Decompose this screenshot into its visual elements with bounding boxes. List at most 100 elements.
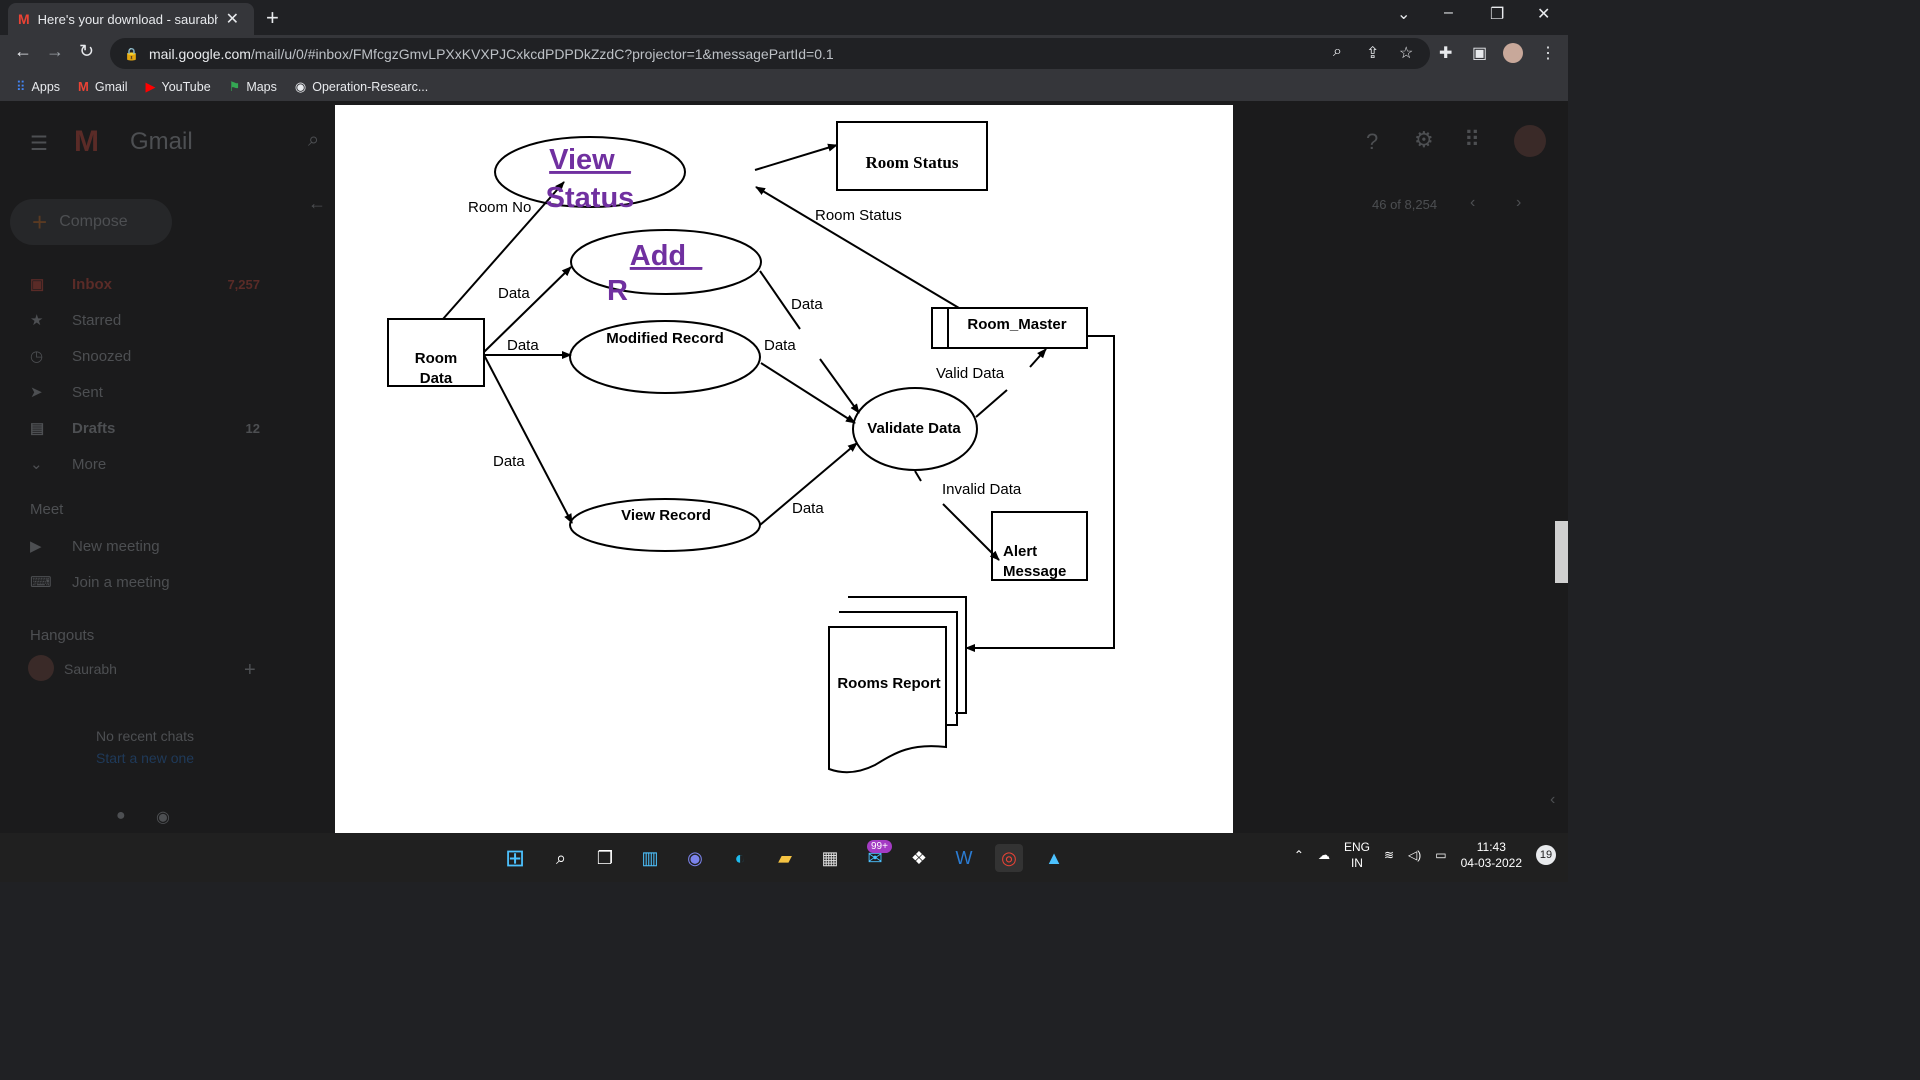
notification-count[interactable]: 19 — [1536, 845, 1556, 865]
nav-sent[interactable]: ➤Sent — [30, 379, 260, 405]
add-chat-icon[interactable]: + — [244, 659, 256, 681]
alert-label-1: Alert — [1003, 543, 1037, 560]
language-code: ENG — [1343, 840, 1370, 854]
show-hidden-icons-icon[interactable]: ⌃ — [1293, 848, 1304, 862]
teams-chat-icon[interactable]: ◉ — [687, 847, 703, 868]
file-explorer-icon[interactable]: ▰ — [778, 847, 792, 868]
room-data-label-2: Data — [420, 370, 453, 387]
close-tab-icon[interactable]: ✕ — [225, 11, 240, 28]
help-icon[interactable]: ? — [1366, 129, 1379, 154]
pagination-text: 46 of 8,254 — [1372, 197, 1438, 212]
compose-button[interactable]: + Compose — [10, 199, 172, 245]
side-panel-toggle-icon[interactable]: ‹ — [1550, 791, 1556, 808]
nav-snoozed[interactable]: ◷Snoozed — [30, 343, 260, 369]
chrome-icon[interactable]: ◎ — [995, 844, 1023, 872]
dropbox-icon[interactable]: ❖ — [910, 847, 928, 868]
bookmark-label: YouTube — [161, 79, 211, 94]
nav-more[interactable]: ⌄More — [30, 451, 260, 477]
volume-icon[interactable]: ◁) — [1408, 848, 1422, 862]
settings-gear-icon[interactable]: ⚙ — [1414, 127, 1434, 152]
battery-icon[interactable]: ▭ — [1435, 848, 1447, 862]
join-meeting[interactable]: ⌨Join a meeting — [30, 569, 260, 595]
nav-count: 12 — [245, 420, 260, 436]
flow-label-valid-data: Valid Data — [936, 365, 1005, 382]
bookmark-label: Gmail — [94, 79, 128, 94]
bookmark-operation-research[interactable]: ◉Operation-Researc... — [295, 79, 428, 95]
bookmark-label: Maps — [246, 79, 277, 94]
zoom-icon[interactable]: ⌕ — [1333, 43, 1342, 60]
store-icon[interactable]: ▦ — [821, 847, 839, 868]
flow-label-data: Data — [493, 453, 525, 470]
tab-search-icon[interactable]: ⌄ — [1397, 6, 1411, 23]
bookmark-label: Operation-Researc... — [312, 79, 429, 94]
clock-date: 04-03-2022 — [1460, 856, 1522, 870]
room-master-label: Room_Master — [967, 316, 1066, 333]
search-icon[interactable]: ⌕ — [555, 847, 567, 868]
word-icon[interactable]: W — [955, 847, 973, 868]
flow-label-room-status: Room Status — [815, 207, 902, 224]
photos-icon[interactable]: ▲ — [1045, 847, 1063, 868]
share-icon[interactable]: ⇪ — [1366, 45, 1380, 62]
flow-label-data: Data — [792, 500, 824, 517]
bookmark-label: Apps — [31, 79, 61, 94]
process-add-record — [570, 229, 762, 295]
back-icon[interactable]: ← — [14, 41, 32, 61]
search-icon[interactable]: ⌕ — [308, 129, 320, 151]
process-validate-data — [852, 387, 978, 471]
edge-icon[interactable]: ◐ — [734, 847, 746, 868]
region-code: IN — [1350, 856, 1363, 870]
task-view-icon[interactable]: ❐ — [596, 847, 614, 868]
nav-starred[interactable]: ★Starred — [30, 307, 260, 333]
datastore-room-master — [931, 307, 1088, 349]
hangouts-user[interactable]: Saurabh — [64, 661, 117, 677]
extensions-icon[interactable]: ✚ — [1439, 45, 1453, 62]
bookmark-star-icon[interactable]: ☆ — [1399, 45, 1414, 62]
no-chats-text: No recent chats — [96, 728, 195, 744]
scrollbar-thumb[interactable] — [1555, 521, 1568, 583]
clock-icon: ◷ — [30, 348, 44, 365]
flow-label-data: Data — [507, 337, 539, 354]
profile-avatar[interactable] — [1503, 43, 1523, 63]
prev-page-icon[interactable]: ‹ — [1470, 194, 1476, 211]
hangouts-icon[interactable]: ◉ — [156, 809, 170, 826]
bookmark-apps[interactable]: ⠿Apps — [16, 79, 60, 95]
side-panel-icon[interactable]: ▣ — [1472, 45, 1488, 62]
reload-icon[interactable]: ↻ — [79, 41, 95, 61]
clock[interactable]: 11:43 04-03-2022 — [1461, 839, 1522, 871]
close-window-icon[interactable]: ✕ — [1537, 6, 1551, 23]
bookmark-youtube[interactable]: ▶YouTube — [146, 79, 211, 95]
contacts-icon[interactable]: ● — [116, 807, 126, 824]
start-chat-link[interactable]: Start a new one — [96, 750, 195, 766]
url-host: mail.google.com — [148, 45, 251, 62]
view-status-label-clipped: Status — [546, 182, 635, 214]
new-meeting[interactable]: ▶New meeting — [30, 533, 260, 559]
forward-icon[interactable]: → — [46, 41, 64, 61]
onedrive-cloud-icon[interactable]: ☁ — [1317, 848, 1330, 862]
browser-tab[interactable]: M Here's your download - saurabhk ✕ — [8, 3, 254, 35]
restore-icon[interactable]: ❐ — [1490, 6, 1505, 23]
widgets-icon[interactable]: ▥ — [641, 847, 659, 868]
bookmark-maps[interactable]: ⚑Maps — [229, 79, 277, 95]
minimize-icon[interactable]: – — [1444, 4, 1453, 21]
next-page-icon[interactable]: › — [1516, 194, 1522, 211]
windows-start-icon[interactable]: ⊞ — [504, 844, 526, 872]
apps-grid-icon[interactable]: ⠿ — [1464, 127, 1481, 152]
account-avatar[interactable] — [1514, 125, 1546, 157]
wifi-icon[interactable]: ≋ — [1383, 848, 1395, 862]
flow-label-data: Data — [764, 337, 796, 354]
menu-icon[interactable]: ⋮ — [1540, 45, 1556, 62]
report-page-front — [828, 626, 947, 774]
entity-alert-message — [991, 511, 1088, 581]
flow-label-room-no: Room No — [468, 199, 531, 216]
nav-label: More — [72, 455, 107, 473]
language-indicator[interactable]: ENG IN — [1344, 839, 1370, 871]
main-menu-icon[interactable]: ☰ — [30, 133, 48, 155]
new-tab-icon[interactable]: + — [266, 5, 279, 30]
nav-label: Starred — [72, 311, 122, 329]
address-bar[interactable]: 🔒 mail.google.com/mail/u/0/#inbox/FMfcgz… — [110, 38, 1430, 69]
validate-data-label: Validate Data — [867, 420, 961, 437]
back-arrow-icon[interactable]: ← — [308, 193, 326, 213]
